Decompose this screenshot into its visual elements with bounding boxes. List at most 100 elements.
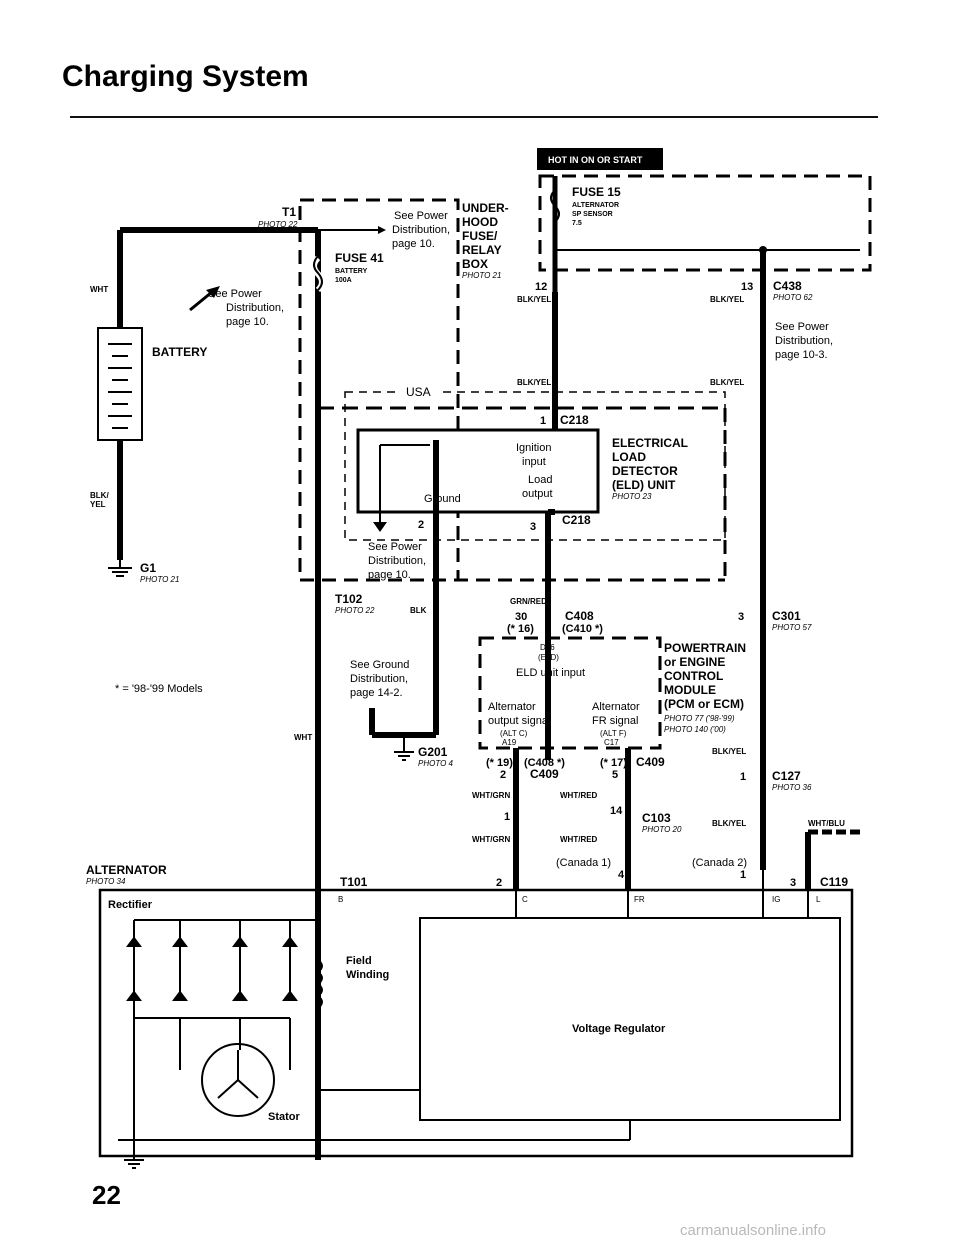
label-pcm-alt-out-pin-1: A19: [502, 738, 517, 747]
label-wires-grn-red: GRN/RED: [510, 597, 547, 606]
label-pcm-eld-input: ELD unit input: [516, 667, 585, 679]
label-connectors-t1-photo: PHOTO 22: [258, 220, 298, 229]
label-fuses-fuse15-name: FUSE 15: [572, 185, 621, 199]
alternator-ground-symbol: [124, 1159, 144, 1169]
ground-g1-symbol: [108, 560, 132, 577]
label-see-power-4-0: See Power: [368, 541, 422, 553]
label-alternator-term-b: B: [338, 895, 343, 904]
label-pins-p14: 14: [610, 805, 623, 817]
label-eld-load-0: Load: [528, 474, 552, 486]
label-pcm-d16: D16: [540, 643, 555, 652]
label-pcm-photo1: PHOTO 77 ('98-'99): [664, 714, 735, 723]
label-pins-p1d: 1: [740, 869, 746, 881]
rectifier-diodes: [126, 919, 318, 1120]
label-see-ground-1: Distribution,: [350, 673, 408, 685]
fuse15-box: [538, 174, 872, 272]
ground-g201-symbol: [394, 751, 414, 761]
label-eld-name-3: (ELD) UNIT: [612, 478, 676, 492]
label-connectors-c103-photo: PHOTO 20: [642, 825, 682, 834]
label-connectors-t101: T101: [340, 875, 368, 889]
label-pcm-name-4: (PCM or ECM): [664, 697, 744, 711]
label-note-models: * = '98-'99 Models: [115, 683, 203, 695]
label-fuses-fuse41-desc: BATTERY: [335, 268, 368, 275]
label-connectors-c119: C119: [820, 875, 848, 889]
label-see-power-3-2: page 10-3.: [775, 349, 828, 361]
label-pins-p12: 12: [535, 281, 547, 293]
label-eld-name-2: DETECTOR: [612, 464, 678, 478]
label-wires-blk-yel: BLK/YEL: [517, 378, 551, 387]
label-underhood-l5: BOX: [462, 257, 488, 271]
label-see-power-1-1: Distribution,: [392, 224, 450, 236]
label-battery: BATTERY: [152, 345, 207, 359]
label-connectors-c301-photo: PHOTO 57: [772, 623, 812, 632]
label-pcm-name-0: POWERTRAIN: [664, 641, 746, 655]
label-pcm-fr-pin-1: C17: [604, 738, 619, 747]
label-pins-p3c: 3: [790, 877, 796, 889]
label-pins-p13: 13: [741, 281, 753, 293]
label-fuses-fuse15-amp: 7.5: [572, 220, 582, 227]
label-connectors-c301: C301: [772, 609, 801, 623]
label-alternator-name: ALTERNATOR: [86, 863, 167, 877]
label-see-power-2-0: See Power: [208, 288, 262, 300]
label-connectors-c103: C103: [642, 811, 671, 825]
label-canada2: (Canada 2): [692, 857, 747, 869]
label-pcm-alt-out-pin-0: (ALT C): [500, 729, 528, 738]
label-connectors-c410: (C410 *): [562, 623, 603, 635]
label-connectors-t1: T1: [282, 205, 296, 219]
label-alternator-field-0: Field: [346, 955, 372, 967]
label-fuses-fuse41-name: FUSE 41: [335, 251, 384, 265]
label-see-power-3-1: Distribution,: [775, 335, 833, 347]
label-see-power-1-2: page 10.: [392, 238, 435, 250]
label-connectors-c127-photo: PHOTO 36: [772, 783, 812, 792]
label-canada1: (Canada 1): [556, 857, 611, 869]
label-connectors-c438: C438: [773, 279, 802, 293]
label-pcm-eld-tag: (ELD): [538, 653, 559, 662]
label-wires-blk-yel: BLK/YEL: [710, 295, 744, 304]
label-fuses-fuse41-amp: 100A: [335, 277, 352, 284]
label-alternator-stator: Stator: [268, 1111, 301, 1123]
label-see-ground-2: page 14-2.: [350, 687, 403, 699]
label-alternator-rectifier: Rectifier: [108, 899, 153, 911]
voltage-regulator-box: [419, 917, 841, 1121]
label-connectors-g1: G1: [140, 561, 156, 575]
label-pcm-fr-sig-0: Alternator: [592, 701, 640, 713]
label-alternator-term-fr: FR: [634, 895, 645, 904]
pcm-box: [478, 636, 662, 750]
label-wires-wht-grn: WHT/GRN: [472, 791, 510, 800]
label-pins-p3: 3: [530, 521, 536, 533]
label-alternator-term-l: L: [816, 895, 821, 904]
label-wires-blk-yel: BLK/YEL: [712, 819, 746, 828]
label-underhood-l3: FUSE/: [462, 229, 498, 243]
label-wires-wht-blu: WHT/BLU: [808, 819, 845, 828]
label-connectors-c438-photo: PHOTO 62: [773, 293, 813, 302]
label-pins-p2b: 2: [500, 769, 506, 781]
label-wires-blk-yel-a: BLK/: [90, 491, 109, 500]
label-pins-p30: 30: [515, 611, 527, 623]
label-alternator-field-1: Winding: [346, 969, 389, 981]
label-eld-ground: Ground: [424, 493, 461, 505]
label-pins-p2: 2: [418, 519, 424, 531]
label-eld-ignition-0: Ignition: [516, 442, 551, 454]
label-pcm-photo2: PHOTO 140 ('00): [664, 725, 726, 734]
label-eld-photo: PHOTO 23: [612, 492, 652, 501]
label-pins-p17: (* 17): [600, 757, 627, 769]
label-see-power-2-2: page 10.: [226, 316, 269, 328]
label-underhood-photo: PHOTO 21: [462, 271, 501, 280]
label-wires-blk: BLK: [410, 606, 427, 615]
label-fuses-fuse15-desc1: ALTERNATOR: [572, 202, 619, 209]
label-pins-p16: (* 16): [507, 623, 534, 635]
stator-symbol: [201, 1043, 275, 1117]
label-wires-wht-grn: WHT/GRN: [472, 835, 510, 844]
watermark: carmanualsonline.info: [680, 1222, 826, 1239]
label-pcm-alt-out-1: output signal: [488, 715, 550, 727]
label-wires-wht-red: WHT/RED: [560, 791, 598, 800]
label-pins-p2c: 2: [496, 877, 502, 889]
label-connectors-g201-photo: PHOTO 4: [418, 759, 454, 768]
label-pcm-alt-out-0: Alternator: [488, 701, 536, 713]
label-pcm-name-1: or ENGINE: [664, 655, 725, 669]
label-connectors-t102: T102: [335, 592, 363, 606]
label-connectors-g1-photo: PHOTO 21: [140, 575, 179, 584]
label-eld-load-1: output: [522, 488, 553, 500]
